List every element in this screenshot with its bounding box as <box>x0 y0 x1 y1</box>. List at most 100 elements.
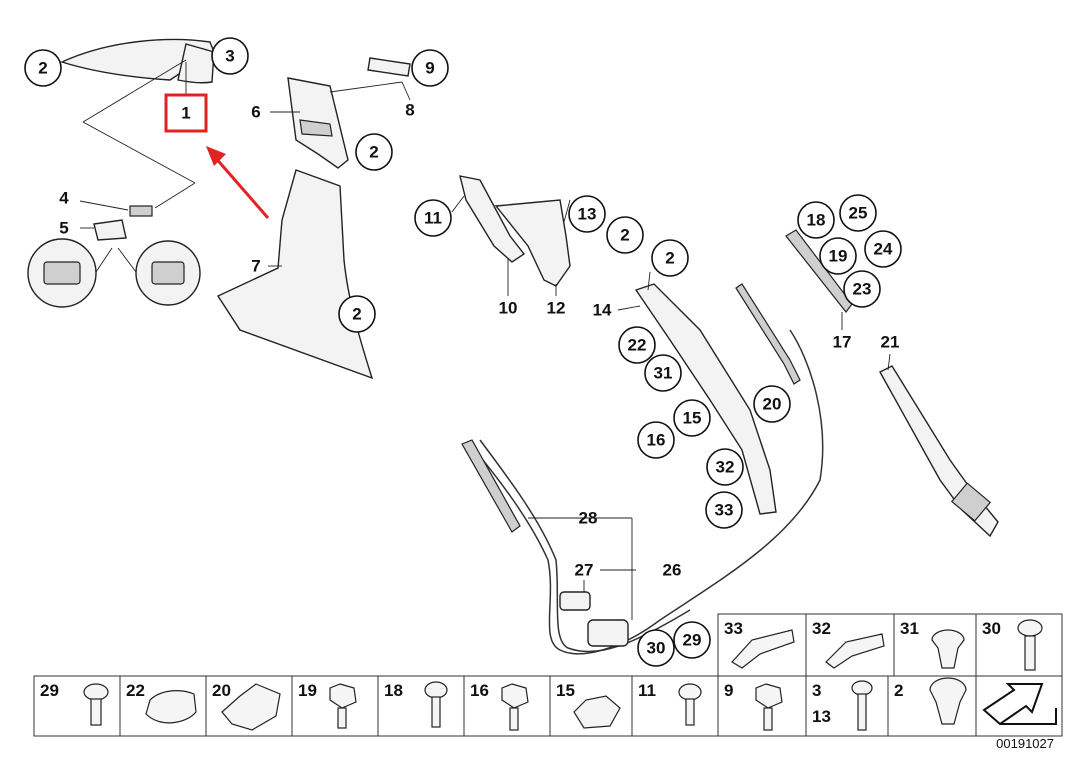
svg-text:32: 32 <box>716 458 735 477</box>
hw-label-13: 13 <box>812 707 831 726</box>
red-arrow <box>206 146 270 219</box>
highlight-label: 1 <box>181 104 190 123</box>
part-5-cover <box>93 219 127 241</box>
nut-15-icon <box>573 695 621 729</box>
highlight-box <box>164 93 208 133</box>
switch-button-left <box>27 238 97 308</box>
svg-text:18: 18 <box>807 211 826 230</box>
part-7-lower-pillar-trim <box>216 169 374 380</box>
hw-label-32: 32 <box>812 619 831 638</box>
svg-text:24: 24 <box>874 240 893 259</box>
label-21: 21 <box>881 333 900 352</box>
document-number: 00191027 <box>996 736 1054 751</box>
expansion-rivet-31-icon <box>931 629 965 669</box>
part-27-motor <box>559 591 629 647</box>
label-14: 14 <box>593 301 612 320</box>
svg-text:3: 3 <box>225 47 234 66</box>
svg-text:2: 2 <box>620 226 629 245</box>
hw-label-22: 22 <box>126 681 145 700</box>
callout-33: 33 <box>705 491 743 529</box>
svg-text:22: 22 <box>628 336 647 355</box>
callout-19: 19 <box>819 237 857 275</box>
callout-29: 29 <box>673 621 711 659</box>
svg-text:9: 9 <box>425 59 434 78</box>
hw-label-11: 11 <box>638 681 656 700</box>
label-12: 12 <box>547 299 566 318</box>
label-26: 26 <box>663 561 682 580</box>
screw-11-icon <box>678 683 702 726</box>
svg-text:11: 11 <box>424 209 442 228</box>
label-7: 7 <box>251 257 260 276</box>
switch-button-right <box>135 240 201 306</box>
hw-label-30: 30 <box>982 619 1001 638</box>
callout-13: 13 <box>568 195 606 233</box>
label-8: 8 <box>405 101 414 120</box>
screw-16-icon <box>501 683 529 731</box>
screw-29-icon <box>83 683 109 726</box>
hw-label-18: 18 <box>384 681 403 700</box>
hw-label-33: 33 <box>724 619 743 638</box>
svg-text:23: 23 <box>853 280 872 299</box>
hw-label-15: 15 <box>556 681 575 700</box>
part-14-a-pillar-trim <box>634 283 777 515</box>
svg-text:2: 2 <box>665 249 674 268</box>
callout-2e: 2 <box>651 239 689 277</box>
callout-18: 18 <box>797 201 835 239</box>
part-12-trim <box>494 199 571 287</box>
screw-30-icon <box>1017 619 1043 671</box>
svg-text:2: 2 <box>352 305 361 324</box>
callout-2c: 2 <box>606 216 644 254</box>
label-28: 28 <box>579 509 598 528</box>
part-21-mechanism <box>879 365 999 538</box>
svg-text:2: 2 <box>369 143 378 162</box>
svg-text:31: 31 <box>654 364 673 383</box>
callout-20: 20 <box>753 385 791 423</box>
callout-3: 3 <box>211 37 249 75</box>
clip-2-icon <box>929 677 967 725</box>
screw-9-icon <box>755 683 783 731</box>
cap-22-icon <box>145 690 197 724</box>
hw-label-9: 9 <box>724 681 733 700</box>
part-10-trim <box>459 175 526 263</box>
clip-20-icon <box>221 683 281 731</box>
part-4-clip <box>129 205 153 217</box>
callout-24: 24 <box>864 230 902 268</box>
label-6: 6 <box>251 103 260 122</box>
hw-label-16: 16 <box>470 681 489 700</box>
svg-text:15: 15 <box>683 409 702 428</box>
svg-text:16: 16 <box>647 431 666 450</box>
svg-text:33: 33 <box>715 501 734 520</box>
hw-label-3: 3 <box>812 681 821 700</box>
hardware-table-top: 33 32 31 30 <box>717 613 1063 677</box>
part-6-upper-pillar-trim <box>287 77 349 169</box>
terminal-32-icon <box>825 633 885 669</box>
svg-text:25: 25 <box>849 204 868 223</box>
svg-text:2: 2 <box>38 59 47 78</box>
hw-label-19: 19 <box>298 681 317 700</box>
hardware-table-bottom: 29 22 20 19 18 16 15 11 9 3 13 2 <box>33 675 1063 737</box>
hw-label-20: 20 <box>212 681 231 700</box>
svg-text:13: 13 <box>578 205 597 224</box>
part-9-clip <box>367 57 411 77</box>
hw-label-29: 29 <box>40 681 59 700</box>
callout-16: 16 <box>637 421 675 459</box>
callout-15: 15 <box>673 399 711 437</box>
screw-19-icon <box>329 683 357 729</box>
label-27: 27 <box>575 561 594 580</box>
hw-label-31: 31 <box>900 619 919 638</box>
callout-2a: 2 <box>24 49 62 87</box>
label-10: 10 <box>499 299 518 318</box>
svg-text:19: 19 <box>829 247 848 266</box>
callout-9: 9 <box>411 49 449 87</box>
label-4: 4 <box>59 189 69 208</box>
callout-11: 11 <box>414 199 452 237</box>
callout-25: 25 <box>839 194 877 232</box>
label-17: 17 <box>833 333 852 352</box>
terminal-33-icon <box>731 629 795 669</box>
callout-30: 30 <box>637 629 675 667</box>
callout-32: 32 <box>706 448 744 486</box>
callout-31: 31 <box>644 354 682 392</box>
screw-18-icon <box>424 681 448 728</box>
label-5: 5 <box>59 219 68 238</box>
